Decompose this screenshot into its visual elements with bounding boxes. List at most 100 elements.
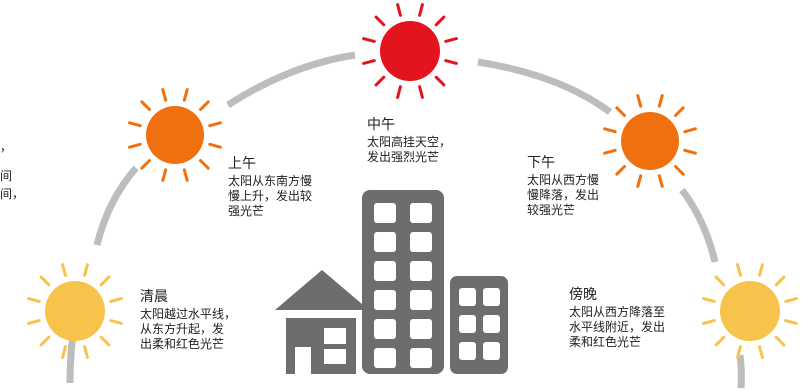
- sun-noon-ray: [362, 59, 376, 65]
- sun-noon-ray: [396, 3, 402, 17]
- label-noon: 中午 太阳高挂天空， 发出强烈光芒: [367, 116, 451, 165]
- phase-desc-line: 太阳从西方慢: [527, 173, 600, 187]
- label-afternoon: 下午 太阳从西方慢 慢降落，发出 较强光芒: [527, 154, 599, 218]
- sun-dawn-disc: [45, 281, 105, 341]
- sun-morning-ray: [182, 88, 189, 102]
- sun-dawn-ray: [83, 263, 89, 277]
- sun-evening-ray: [774, 335, 786, 347]
- arc-segment-lower-left: [93, 165, 139, 246]
- sun-evening-ray: [784, 319, 798, 325]
- buildings-icon: [275, 190, 508, 374]
- sun-dawn-ray: [27, 319, 41, 325]
- phase-title-afternoon: 下午: [527, 155, 555, 171]
- sun-dawn-ray: [99, 275, 111, 287]
- sun-evening-ray: [714, 335, 726, 347]
- sun-evening-ray: [758, 345, 764, 359]
- phase-desc-line: 太阳高挂天空，: [367, 135, 452, 149]
- sun-afternoon-disc: [621, 112, 679, 170]
- sun-dawn-ray: [109, 319, 123, 325]
- sun-dawn-ray: [27, 297, 41, 303]
- arc-segment-lower-right: [679, 187, 719, 263]
- sun-morning-ray: [140, 100, 151, 111]
- house-icon: [275, 270, 369, 374]
- arc-segment-upper-right: [477, 58, 613, 115]
- sun-afternoon-ray: [657, 174, 664, 188]
- sun-morning-ray: [199, 159, 210, 170]
- sun-morning-ray: [128, 142, 142, 149]
- sun-noon-ray: [444, 59, 458, 65]
- phase-title-evening: 傍晚: [569, 287, 597, 303]
- sun-morning-ray: [182, 168, 189, 182]
- sun-noon-ray: [374, 75, 386, 87]
- sun-morning-ray: [208, 121, 222, 128]
- sun-dawn-ray: [39, 275, 51, 287]
- edge-text-fragment: ，: [0, 140, 13, 154]
- sun-noon-icon: [362, 3, 458, 99]
- sun-morning-ray: [161, 88, 168, 102]
- sun-evening-ray: [702, 297, 716, 303]
- sun-noon-ray: [396, 85, 402, 99]
- sun-morning-ray: [140, 159, 151, 170]
- phase-desc-line: 慢上升，发出较: [228, 189, 313, 203]
- sun-evening-ray: [736, 345, 742, 359]
- label-dawn: 清晨 太阳越过水平线， 从东方升起，发 出柔和红色光芒: [140, 288, 236, 352]
- edge-text-fragment: 间，: [0, 187, 25, 201]
- phase-title-morning: 上午: [228, 156, 256, 172]
- sun-morning-icon: [128, 88, 222, 182]
- sun-morning-ray: [161, 168, 168, 182]
- sun-afternoon-ray: [636, 174, 643, 188]
- sun-noon-disc: [380, 21, 440, 81]
- edge-text-fragment: 间: [0, 169, 13, 183]
- sun-afternoon-icon: [603, 94, 697, 188]
- sun-afternoon-ray: [615, 106, 626, 117]
- sun-morning-ray: [208, 142, 222, 149]
- phase-desc-line: 发出强烈光芒: [367, 150, 440, 164]
- sun-evening-ray: [774, 275, 786, 287]
- phase-desc-line: 太阳从西方降落至: [569, 305, 666, 319]
- short-tower-icon: [450, 276, 508, 374]
- sun-afternoon-ray: [603, 148, 617, 155]
- phase-desc-line: 太阳越过水平线，: [140, 307, 237, 321]
- sun-afternoon-ray: [603, 127, 617, 134]
- sun-noon-ray: [444, 37, 458, 43]
- sun-morning-disc: [146, 106, 204, 164]
- sun-evening-ray: [702, 319, 716, 325]
- sun-dawn-ray: [83, 345, 89, 359]
- sun-evening-icon: [702, 263, 798, 359]
- phase-desc-line: 强光芒: [228, 204, 265, 218]
- sun-afternoon-ray: [683, 127, 697, 134]
- phase-desc-line: 慢降落，发出: [527, 188, 600, 202]
- arc-segment-evening: [736, 354, 745, 389]
- sun-noon-ray: [434, 75, 446, 87]
- sun-evening-ray: [784, 297, 798, 303]
- phase-desc-line: 从东方升起，发: [140, 322, 225, 336]
- phase-desc-line: 出柔和红色光芒: [140, 337, 225, 351]
- sun-noon-ray: [418, 3, 424, 17]
- phase-desc-line: 柔和红色光芒: [569, 335, 642, 349]
- tall-tower-icon: [362, 190, 444, 374]
- sun-noon-ray: [434, 15, 446, 27]
- sun-morning-ray: [128, 121, 142, 128]
- sun-dawn-ray: [61, 263, 67, 277]
- sun-noon-ray: [362, 37, 376, 43]
- phase-desc-line: 水平线附近，发出: [569, 320, 666, 334]
- sun-evening-ray: [736, 263, 742, 277]
- sun-evening-ray: [714, 275, 726, 287]
- phase-desc-line: 太阳从东南方慢: [228, 174, 313, 188]
- sun-dawn-ray: [99, 335, 111, 347]
- sun-morning-ray: [199, 100, 210, 111]
- sun-dawn-ray: [61, 345, 67, 359]
- sun-afternoon-ray: [674, 106, 685, 117]
- sun-afternoon-ray: [615, 165, 626, 176]
- label-evening: 傍晚 太阳从西方降落至 水平线附近，发出 柔和红色光芒: [569, 286, 665, 350]
- sun-dawn-ray: [39, 335, 51, 347]
- label-morning: 上午 太阳从东南方慢 慢上升，发出较 强光芒: [228, 155, 312, 219]
- sun-evening-ray: [758, 263, 764, 277]
- sun-afternoon-ray: [674, 165, 685, 176]
- sun-noon-ray: [374, 15, 386, 27]
- sun-dawn-icon: [27, 263, 123, 359]
- arc-segment-upper-left: [226, 51, 356, 108]
- phase-desc-line: 较强光芒: [527, 203, 576, 217]
- sun-evening-disc: [720, 281, 780, 341]
